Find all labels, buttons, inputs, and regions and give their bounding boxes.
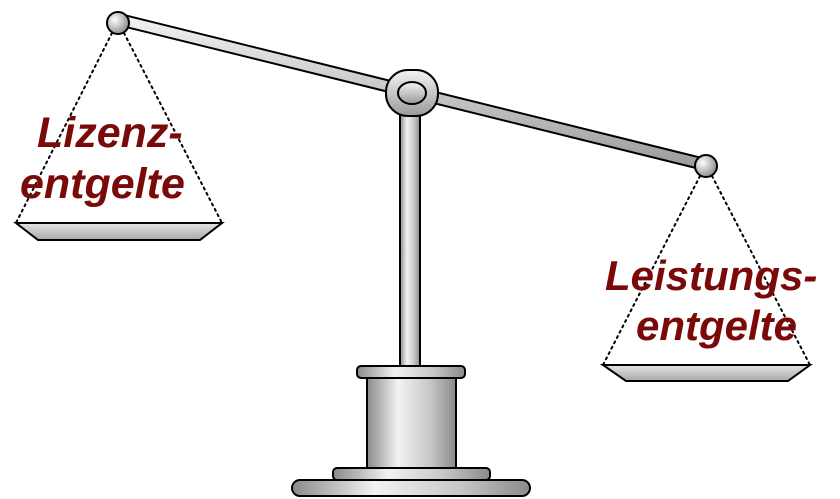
right-pan-label-line2: entgelte [636, 302, 797, 349]
right-pan-label-line1: Leistungs- [605, 252, 817, 299]
right-pan-chain [711, 175, 811, 366]
beam-end-left [106, 11, 130, 35]
left-pan-label-line2: entgelte [20, 160, 185, 208]
right-pan: Leistungs- entgelte [599, 175, 817, 382]
left-pan: Lizenz- entgelte [13, 32, 225, 241]
right-pan-chain [602, 175, 701, 366]
base-bottom-plate [291, 479, 531, 497]
scale-pillar [399, 99, 421, 367]
base-cap [356, 365, 466, 379]
left-pan-chain [123, 32, 223, 224]
pivot-hub [385, 69, 439, 117]
scale-base [291, 365, 531, 497]
beam-end-right [694, 154, 718, 178]
right-pan-tray [599, 364, 814, 382]
left-pan-label-line1: Lizenz- [37, 109, 183, 157]
left-pan-chain [15, 32, 113, 224]
base-upper-plate [332, 467, 491, 481]
left-pan-tray [13, 222, 225, 241]
base-pedestal [366, 377, 457, 469]
